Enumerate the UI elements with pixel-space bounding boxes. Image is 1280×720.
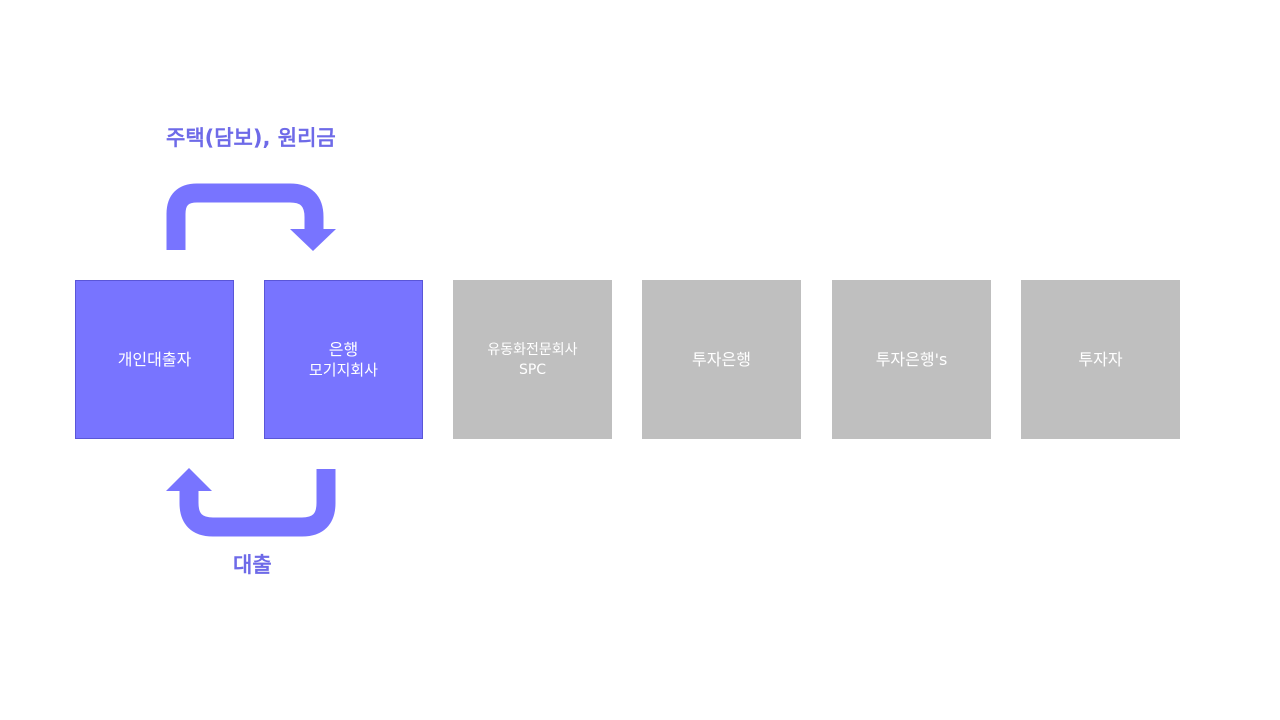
entity-box-bank: 은행 모기지회사 [264,280,423,439]
entity-box-investment-banks: 투자은행's [832,280,991,439]
entity-label: 은행 [328,339,359,359]
entity-label: 투자은행's [875,349,948,369]
entity-sublabel: 모기지회사 [308,360,378,379]
entity-box-spc: 유동화전문회사 SPC [453,280,612,439]
entity-label: 투자자 [1078,349,1123,369]
entity-label: 유동화전문회사 [487,341,578,358]
entity-box-investment-bank: 투자은행 [642,280,801,439]
entity-box-investor: 투자자 [1021,280,1180,439]
bottom-flow-label: 대출 [233,553,272,577]
entity-box-individual-borrower: 개인대출자 [75,280,234,439]
entity-label: 투자은행 [692,349,751,369]
entity-sublabel: SPC [518,361,547,378]
entity-label: 개인대출자 [117,349,192,369]
top-flow-label: 주택(담보), 원리금 [166,126,336,150]
